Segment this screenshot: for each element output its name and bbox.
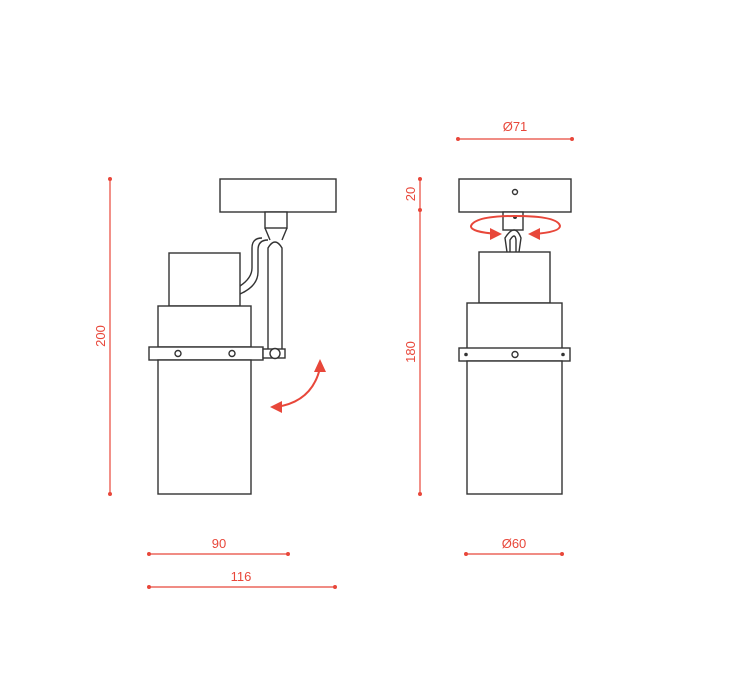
cable [239,237,269,295]
stem [502,211,524,231]
joint [264,227,288,241]
arrow-head-icon [270,401,282,413]
screw-icon [174,349,182,358]
pivot-screw-icon [269,347,281,360]
rotate-arrow [470,214,562,235]
dim-width-total: 116 [231,569,252,584]
dim-width-body: 90 [212,536,226,551]
canopy [219,178,337,213]
arm [267,241,283,351]
middle-cylinder [157,305,252,348]
canopy-hole [511,188,519,196]
upper-cylinder [168,252,241,307]
middle-cylinder [466,302,563,350]
arrow-head-icon [490,228,502,240]
dim-canopy-height: 20 [403,187,418,201]
dim-height: 200 [93,325,108,347]
dim-body-height: 180 [403,341,418,363]
arrow-head-icon [314,359,326,372]
dim-diameter-canopy: Ø71 [503,119,528,134]
canopy [458,178,572,213]
side-view: 200 90 116 [93,177,337,589]
arrow-head-icon [528,228,540,240]
lower-cylinder [157,359,252,495]
upper-cylinder [478,251,551,304]
hook [504,229,522,253]
stem [264,211,288,229]
screw-icon [511,350,519,359]
lower-cylinder [466,360,563,495]
dim-diameter-body: Ø60 [502,536,527,551]
front-view: Ø71 20 180 Ø60 [403,119,574,556]
clamp-band [148,346,264,361]
tilt-arrow [275,367,321,408]
screw-icon [228,349,236,358]
